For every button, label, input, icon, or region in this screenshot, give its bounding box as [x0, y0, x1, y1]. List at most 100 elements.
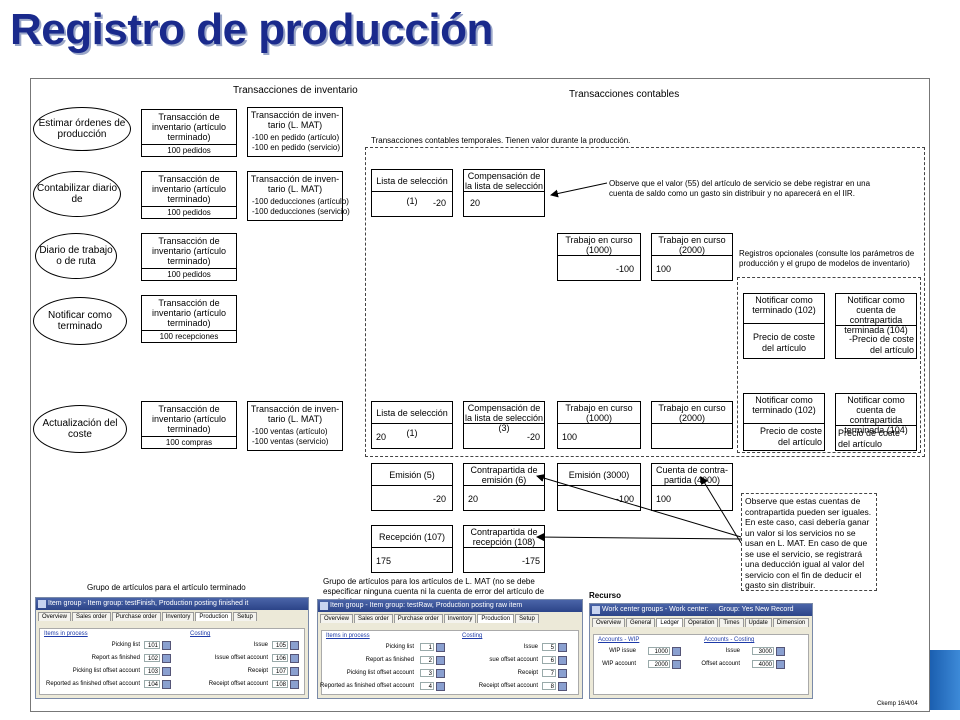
lookup-icon[interactable] — [436, 682, 445, 691]
lookup-icon[interactable] — [558, 643, 567, 652]
tab-setup[interactable]: Setup — [233, 612, 257, 621]
lookup-icon[interactable] — [558, 682, 567, 691]
account-field[interactable]: 3 — [420, 669, 434, 677]
group-accounts-wip: Accounts - WIP — [598, 637, 640, 643]
tab-operation[interactable]: Operation — [684, 618, 719, 627]
tab-production[interactable]: Production — [477, 614, 515, 623]
account-field[interactable]: 2 — [420, 656, 434, 664]
field-label: Reported as finished offset account — [320, 683, 414, 689]
lookup-icon[interactable] — [290, 680, 299, 689]
account-field[interactable]: 8 — [542, 682, 556, 690]
tab-inventory[interactable]: Inventory — [161, 612, 195, 621]
work-center-groups-window: Work center groups - Work center: . . Gr… — [589, 603, 813, 699]
group-costing: Costing — [190, 631, 211, 637]
lookup-icon[interactable] — [290, 667, 299, 676]
arrow-receipt-offset — [536, 533, 742, 542]
inventory-box: Transacción de inventario (artículo term… — [141, 109, 237, 157]
account-field[interactable]: 102 — [144, 654, 160, 662]
bom-inventory-box: Transacción de inven- tario (L. MAT) -10… — [247, 107, 343, 157]
account-issue-offset-6: Contrapartida de emisión (6) 20 — [463, 463, 545, 511]
lookup-icon[interactable] — [558, 669, 567, 678]
tab-purchase-order[interactable]: Purchase order — [111, 612, 161, 621]
lookup-icon[interactable] — [162, 641, 171, 650]
account-field[interactable]: 3000 — [752, 647, 774, 655]
account-field[interactable]: 1000 — [648, 647, 670, 655]
lookup-icon[interactable] — [672, 647, 681, 656]
inventory-box: Transacción de inventario (artículo term… — [141, 401, 237, 449]
tab-setup[interactable]: Setup — [515, 614, 539, 623]
resource-caption: Recurso — [589, 591, 622, 600]
lookup-icon[interactable] — [436, 669, 445, 678]
field-label: Issue — [253, 642, 268, 648]
lookup-icon[interactable] — [436, 643, 445, 652]
optional-region — [737, 277, 921, 453]
item-group-finished-window: Item group - Item group: testFinish, Pro… — [35, 597, 309, 699]
account-field[interactable]: 2000 — [648, 660, 670, 668]
account-field[interactable]: 106 — [272, 654, 288, 662]
field-label: Issue offset account — [214, 655, 268, 661]
tab-update[interactable]: Update — [744, 618, 772, 627]
author-stamp: Ckemp 16/4/04 — [877, 701, 918, 707]
temporary-region — [365, 147, 925, 457]
account-wip-2000: Trabajo en curso (2000) — [651, 401, 733, 449]
app-icon — [38, 600, 46, 608]
tab-sales-order[interactable]: Sales order — [354, 614, 393, 623]
connector-arrows — [536, 182, 742, 544]
lookup-icon[interactable] — [776, 647, 785, 656]
lookup-icon[interactable] — [436, 656, 445, 665]
lookup-icon[interactable] — [162, 667, 171, 676]
account-field[interactable]: 101 — [144, 641, 160, 649]
lookup-icon[interactable] — [672, 660, 681, 669]
account-field[interactable]: 7 — [542, 669, 556, 677]
accent-bar — [930, 650, 960, 710]
account-picking-list-1: Lista de selección (1) 20 — [371, 401, 453, 449]
tab-times[interactable]: Times — [719, 618, 744, 627]
tab-sales-order[interactable]: Sales order — [72, 612, 111, 621]
account-offset-4000: Cuenta de contra- partida (4000) 100 — [651, 463, 733, 511]
optional-note: Registros opcionales (consulte los parám… — [739, 249, 915, 268]
account-field[interactable]: 1 — [420, 643, 434, 651]
field-label: Issue — [725, 648, 740, 654]
window-title[interactable]: Item group - Item group: testRaw, Produc… — [318, 600, 582, 612]
account-picking-list-1: Lista de selección (1) -20 — [371, 169, 453, 217]
tab-overview[interactable]: Overview — [320, 614, 354, 623]
bom-inventory-box: Transacción de inven- tario (L. MAT) -10… — [247, 171, 350, 221]
account-field[interactable]: 6 — [542, 656, 556, 664]
lookup-icon[interactable] — [162, 680, 171, 689]
tab-overview[interactable]: Overview — [592, 618, 626, 627]
lookup-icon[interactable] — [162, 654, 171, 663]
tab-purchase-order[interactable]: Purchase order — [393, 614, 443, 623]
group-items-in-process: Items in process — [44, 631, 88, 637]
account-field[interactable]: 104 — [144, 680, 160, 688]
window-title[interactable]: Item group - Item group: testFinish, Pro… — [36, 598, 308, 610]
tab-overview[interactable]: Overview — [38, 612, 72, 621]
account-field[interactable]: 103 — [144, 667, 160, 675]
lookup-icon[interactable] — [558, 656, 567, 665]
field-label: Picking list — [385, 644, 414, 650]
tab-production[interactable]: Production — [195, 612, 233, 621]
tab-dimension[interactable]: Dimension — [772, 618, 810, 627]
lookup-icon[interactable] — [776, 660, 785, 669]
lookup-icon[interactable] — [290, 654, 299, 663]
account-field[interactable]: 108 — [272, 680, 288, 688]
temporary-header: Transacciones contables temporales. Tien… — [371, 136, 631, 145]
app-icon — [320, 602, 328, 610]
account-report-offset-104: Notificar como cuenta de contrapartida t… — [835, 393, 917, 451]
window-title[interactable]: Work center groups - Work center: . . Gr… — [590, 604, 812, 616]
lookup-icon[interactable] — [290, 641, 299, 650]
tab-general[interactable]: General — [626, 618, 656, 627]
field-label: Picking list — [111, 642, 140, 648]
account-field[interactable]: 105 — [272, 641, 288, 649]
account-report-offset-104: Notificar como cuenta de contrapartida t… — [835, 293, 917, 359]
field-label: Report as finished — [91, 655, 140, 661]
group-items-in-process: Items in process — [326, 633, 370, 639]
account-receipt-offset-108: Contrapartida de recepción (108) -175 — [463, 525, 545, 573]
tab-ledger[interactable]: Ledger — [656, 618, 684, 627]
account-field[interactable]: 4000 — [752, 660, 774, 668]
inventory-header: Transacciones de inventario — [233, 85, 358, 96]
account-report-finished-102: Notificar como terminado (102) Precio de… — [743, 393, 825, 451]
account-field[interactable]: 5 — [542, 643, 556, 651]
tab-inventory[interactable]: Inventory — [443, 614, 477, 623]
account-field[interactable]: 4 — [420, 682, 434, 690]
account-field[interactable]: 107 — [272, 667, 288, 675]
